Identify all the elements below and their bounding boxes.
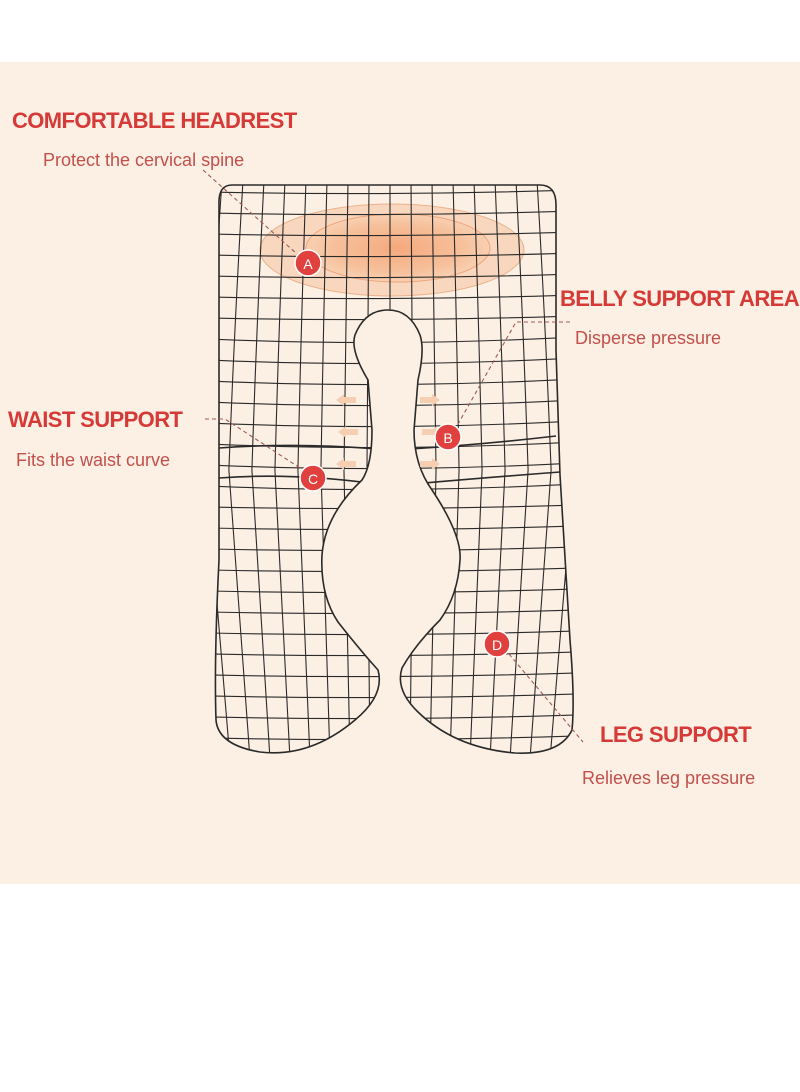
pressure-arrow-icon <box>338 426 358 438</box>
grid-line-vertical <box>449 185 460 754</box>
grid-line-horizontal <box>215 210 574 216</box>
belly-support-description: Disperse pressure <box>575 328 722 348</box>
grid-line-horizontal <box>215 294 574 300</box>
pressure-arrow-icon <box>336 394 356 406</box>
grid-line-horizontal <box>215 189 574 195</box>
marker-c: C <box>299 464 327 492</box>
leader-line-c <box>205 418 301 469</box>
grid-line-vertical <box>274 185 291 754</box>
svg-text:C: C <box>308 471 318 487</box>
pressure-arrow-icon <box>420 394 440 406</box>
leader-line-b <box>457 321 570 425</box>
leader-line-d <box>508 653 584 743</box>
headrest-description: Protect the cervical spine <box>43 150 245 170</box>
marker-b: B <box>434 423 462 451</box>
grid-line-vertical <box>429 185 437 754</box>
grid-line-vertical <box>509 185 529 754</box>
grid-line-vertical <box>469 185 483 754</box>
svg-text:D: D <box>492 637 502 653</box>
belly-support-title: BELLY SUPPORT AREA <box>560 286 800 311</box>
quilt-grid <box>210 185 575 761</box>
headrest-title: COMFORTABLE HEADREST <box>12 108 297 133</box>
grid-line-horizontal <box>215 273 574 279</box>
marker-d: D <box>483 630 511 658</box>
waist-support-title: WAIST SUPPORT <box>8 407 183 432</box>
leg-support-title: LEG SUPPORT <box>600 722 752 747</box>
pressure-arrow-icon <box>336 458 356 470</box>
svg-text:B: B <box>443 430 452 446</box>
leg-support-description: Relieves leg pressure <box>582 768 756 788</box>
marker-a: A <box>294 249 322 277</box>
grid-line-horizontal <box>210 757 575 761</box>
grid-line-vertical <box>251 185 271 754</box>
grid-line-horizontal <box>215 231 574 237</box>
pressure-arrow-icon <box>420 458 440 470</box>
headrest-zone <box>259 203 525 297</box>
grid-line-vertical <box>228 185 251 754</box>
leader-line-a <box>202 169 298 255</box>
grid-line-horizontal <box>215 252 574 258</box>
grid-line-vertical <box>489 185 506 754</box>
grid-line-vertical <box>529 185 552 754</box>
waist-support-description: Fits the waist curve <box>16 450 171 470</box>
svg-text:A: A <box>303 256 313 272</box>
grid-line-vertical <box>343 185 351 754</box>
